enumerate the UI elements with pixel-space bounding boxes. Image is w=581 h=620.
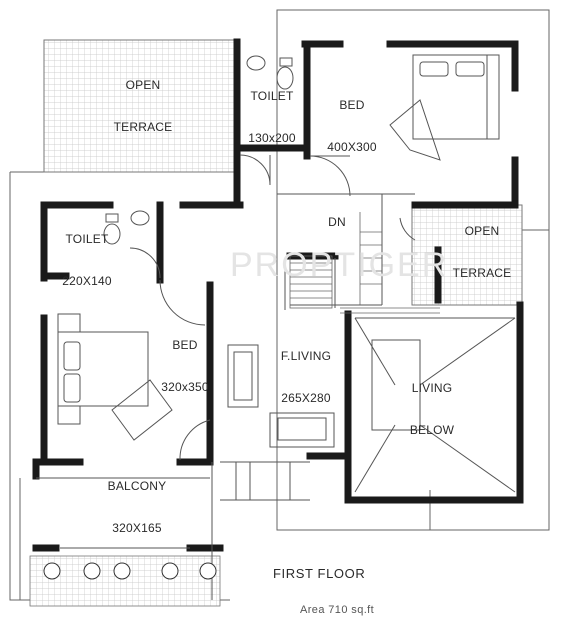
staircase (289, 212, 440, 314)
bed-top-furniture (389, 54, 500, 161)
balcony-plants (43, 562, 217, 580)
interior-lines (36, 193, 415, 600)
toilet-fixtures (103, 55, 294, 245)
bed-left-label: BED 320x350 (161, 338, 209, 394)
open-terrace-top-label: OPEN TERRACE (113, 78, 173, 134)
floor-area-caption: Area 710 sq.ft (300, 604, 375, 616)
bed-top-label: BED 400X300 (327, 98, 377, 154)
toilet-left-label: TOILET 220X140 (62, 232, 112, 288)
floor-caption: FIRST FLOOR (273, 566, 366, 581)
living-sofa (227, 344, 335, 448)
open-terrace-right-label: OPEN TERRACE (452, 224, 512, 280)
f-living-label: F.LIVING 265X280 (280, 349, 332, 405)
door-swings (129, 154, 416, 461)
open-terrace-top (43, 39, 235, 173)
bed-left-furniture (57, 313, 173, 441)
balcony-label: BALCONY 320X165 (107, 479, 167, 535)
living-below-void (354, 317, 516, 493)
living-below-label: LIVING BELOW (409, 381, 455, 437)
stair-direction-label: DN (328, 215, 346, 229)
open-terrace-right (411, 204, 523, 306)
watermark: PROPTIGER (230, 246, 449, 284)
toilet-top-label: TOILET 130x200 (248, 89, 296, 145)
